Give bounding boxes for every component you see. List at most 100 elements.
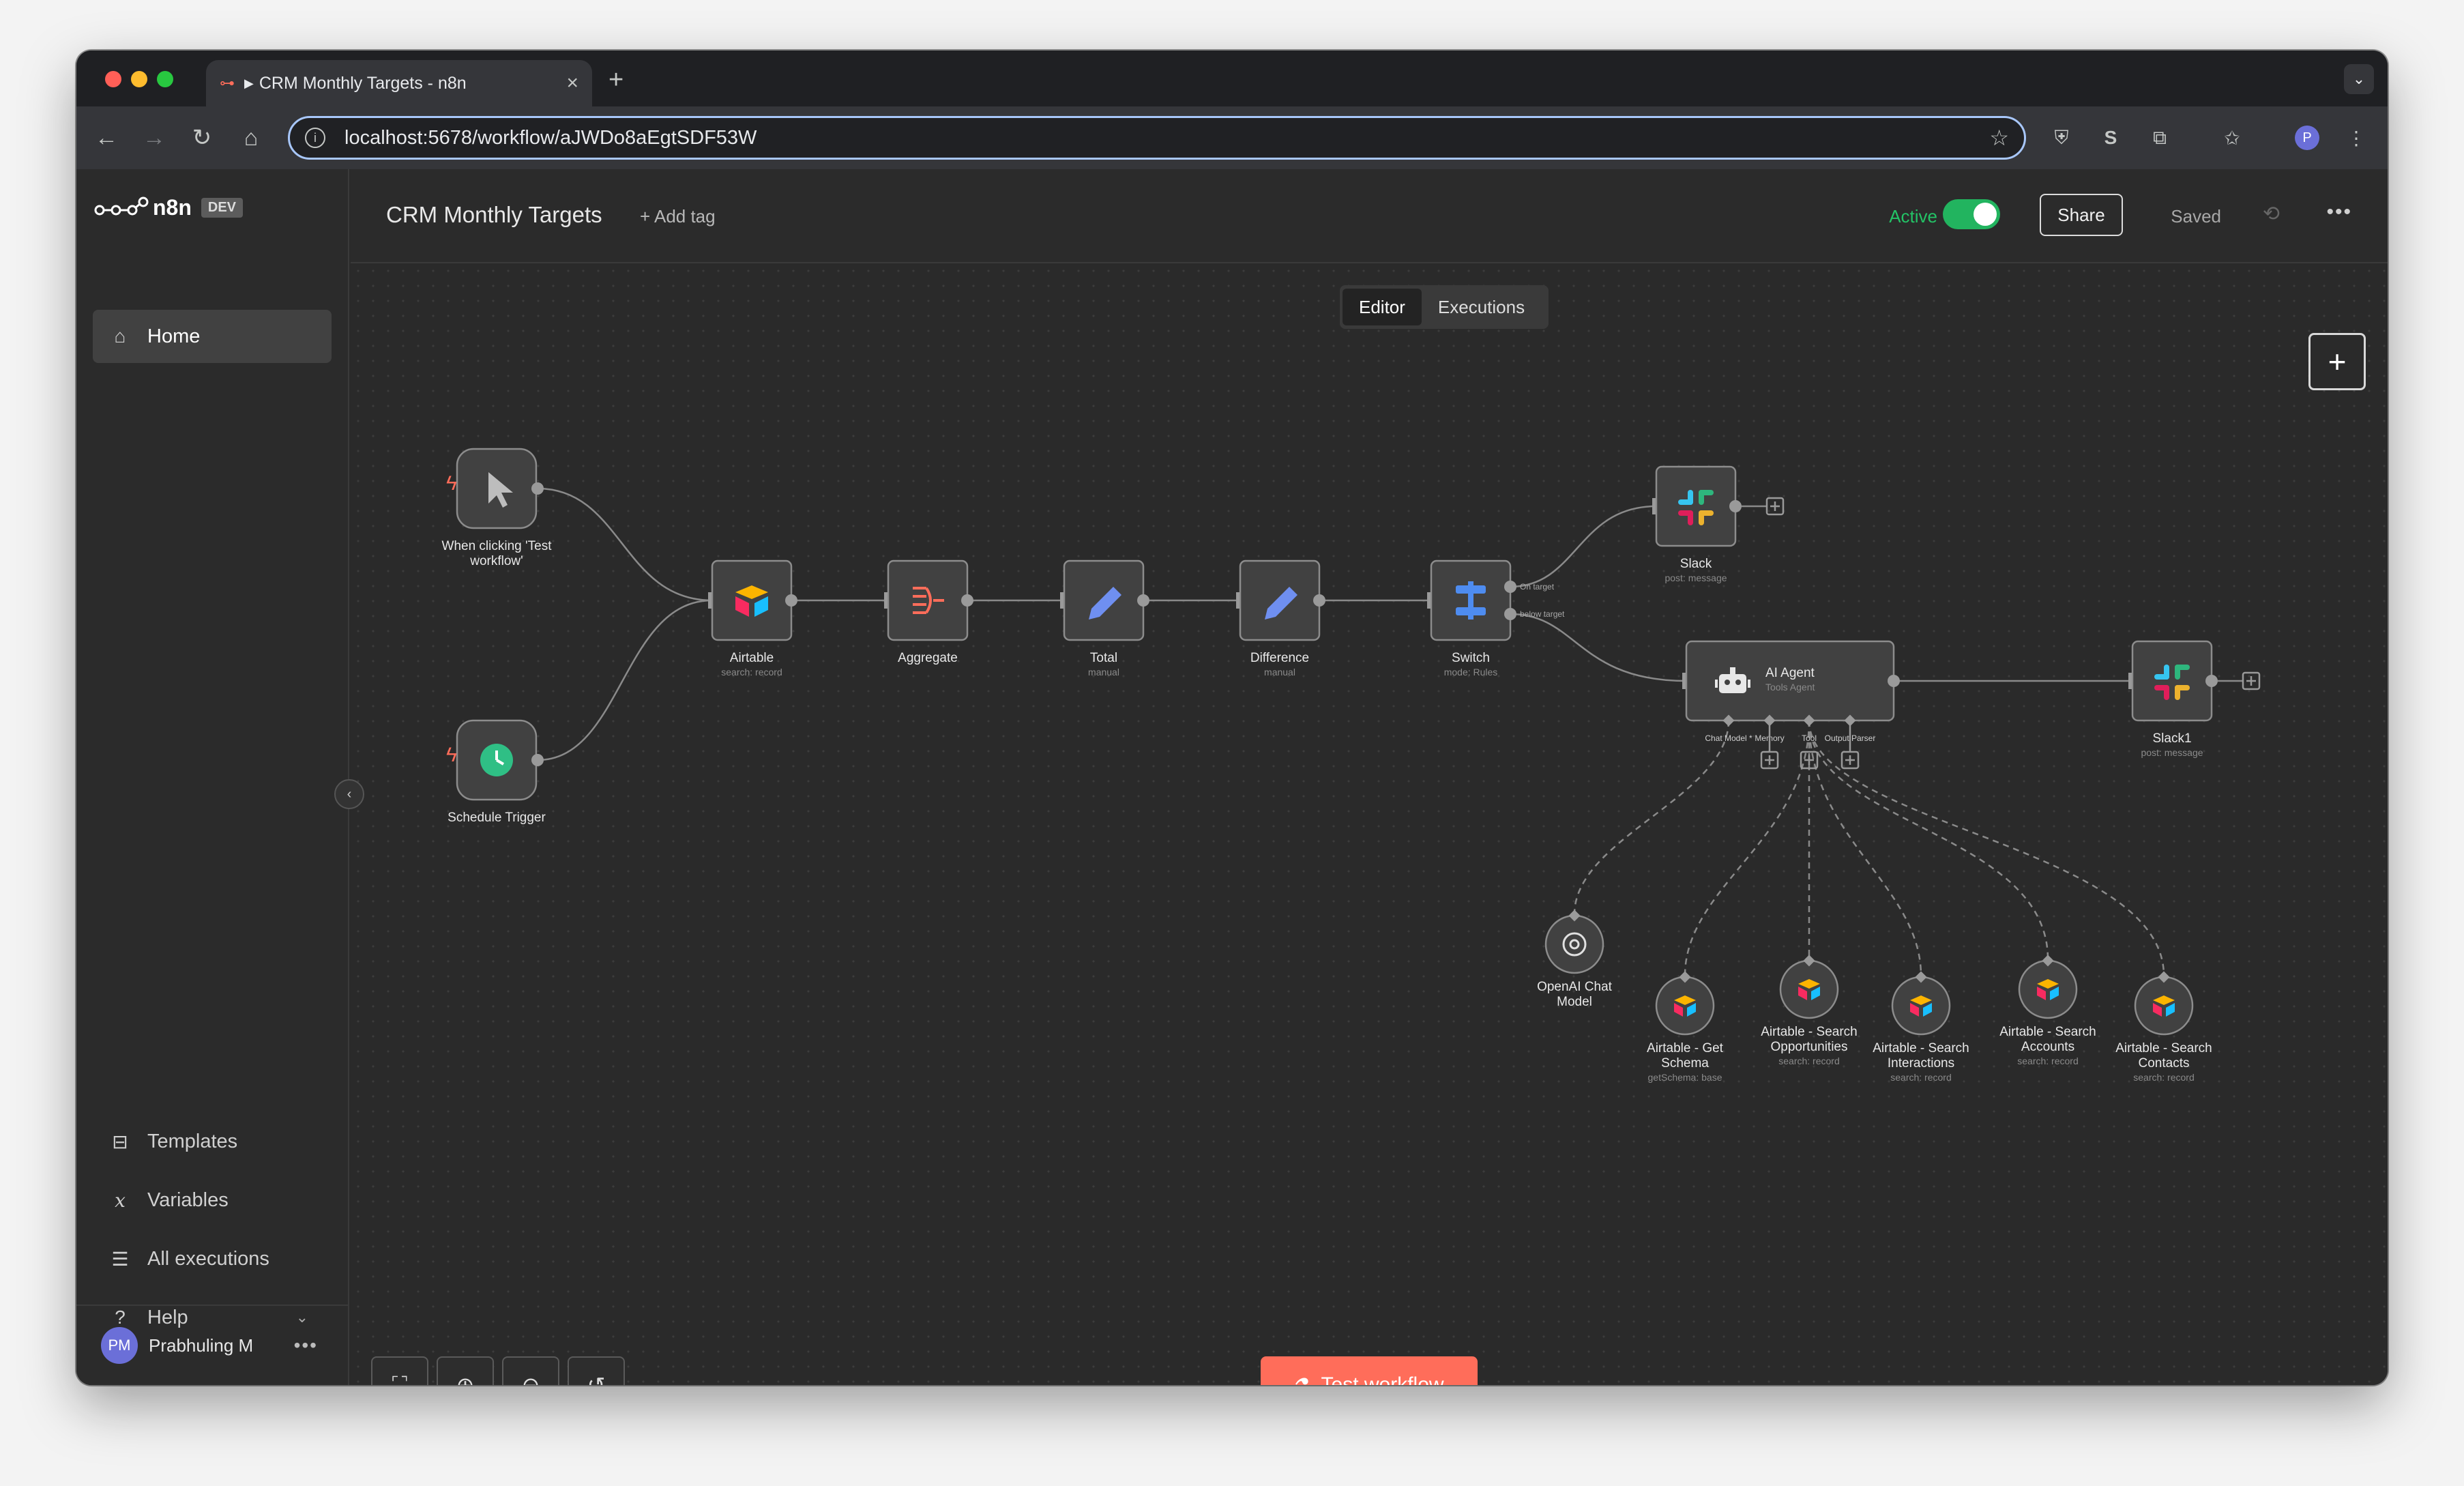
sidebar-item-variables[interactable]: 𝑥 Variables [93, 1174, 332, 1227]
zoom-in-button[interactable]: ⊕ [437, 1356, 494, 1385]
trigger-bolt-icon: ϟ [446, 472, 457, 495]
airtable-icon [2153, 995, 2175, 1005]
user-menu[interactable]: PM Prabhuling M ••• [76, 1305, 348, 1385]
zoom-out-button[interactable]: ⊖ [502, 1356, 559, 1385]
openai-icon [1562, 932, 1587, 957]
zoom-to-fit-button[interactable]: ⛶ [371, 1356, 428, 1385]
node-schedule-trigger[interactable]: ϟ [446, 719, 544, 801]
site-info-icon[interactable]: i [305, 128, 325, 148]
browser-window: ⊶ ▶ CRM Monthly Targets - n8n × + ⌄ ← → … [76, 50, 2388, 1385]
reset-zoom-button[interactable]: ↺ [568, 1356, 625, 1385]
node-label: OpenAI Chat [1537, 980, 1613, 994]
node-airtable-search-interactions[interactable] [1891, 971, 1951, 1036]
back-icon[interactable]: ← [95, 124, 118, 151]
test-workflow-button[interactable]: ⚗ Test workflow [1261, 1356, 1478, 1385]
extension-s-icon[interactable]: S [2104, 127, 2117, 148]
n8n-favicon-icon: ⊶ [220, 74, 235, 91]
node-label: Difference [1250, 651, 1309, 665]
node-aggregate[interactable] [884, 559, 973, 641]
extension-shield-icon[interactable]: ⛨ [2054, 126, 2069, 148]
avatar: PM [101, 1327, 138, 1364]
browser-tab[interactable]: ⊶ ▶ CRM Monthly Targets - n8n × [206, 60, 592, 106]
node-airtable-search-contacts[interactable] [2134, 971, 2194, 1036]
n8n-logo-icon [94, 196, 149, 215]
node-difference[interactable] [1236, 559, 1325, 641]
active-toggle[interactable] [1943, 199, 2000, 229]
view-switcher: Editor Executions [1340, 285, 1549, 329]
add-sub-node-icons[interactable] [1760, 725, 1860, 770]
add-node-button[interactable]: + [2308, 333, 2366, 390]
play-icon: ▶ [244, 76, 254, 90]
node-openai-chat-model[interactable] [1544, 909, 1604, 974]
templates-box-icon: ⊟ [112, 1131, 128, 1152]
node-total[interactable] [1060, 559, 1149, 641]
pencil-icon [1265, 587, 1297, 620]
tab-executions[interactable]: Executions [1437, 296, 1525, 317]
reload-icon[interactable]: ↻ [192, 125, 212, 151]
airtable-icon [2037, 979, 2059, 989]
node-label: Airtable - Search [1999, 1025, 2096, 1039]
workflow-canvas[interactable] [351, 263, 2388, 1385]
tab-title: CRM Monthly Targets - n8n [259, 73, 467, 93]
collapse-sidebar-button[interactable]: ‹ [334, 779, 364, 809]
more-options-icon[interactable]: ••• [293, 1335, 318, 1356]
workflow-name[interactable]: CRM Monthly Targets [386, 202, 602, 227]
variables-icon: 𝑥 [115, 1189, 126, 1212]
add-output-icon[interactable] [1765, 497, 1785, 516]
node-airtable-search-accounts[interactable] [2018, 955, 2078, 1019]
node-subtitle: search: record [2133, 1072, 2194, 1083]
node-subtitle: search: record [2017, 1055, 2078, 1066]
add-tag-button[interactable]: + Add tag [640, 206, 716, 227]
node-subtitle: search: record [721, 667, 782, 678]
profile-avatar[interactable]: P [2293, 124, 2321, 151]
maximize-window-button[interactable] [157, 71, 173, 87]
airtable-icon [735, 585, 768, 599]
reading-list-icon[interactable]: ✩ [2224, 127, 2240, 149]
history-icon[interactable]: ⟲ [2262, 203, 2280, 225]
minimize-window-button[interactable] [131, 71, 147, 87]
node-label: AI Agent [1765, 666, 1815, 680]
browser-menu-icon[interactable]: ⋮ [2347, 127, 2366, 149]
pencil-icon [1089, 587, 1121, 620]
new-tab-icon[interactable]: + [608, 65, 624, 94]
workflow-header: CRM Monthly Targets + Add tag Active Sha… [351, 169, 2388, 263]
n8n-app: n8n DEV ⌂ Home ⊟ Templates 𝑥 Variables ☰… [76, 169, 2388, 1385]
robot-icon [1715, 667, 1750, 693]
close-tab-icon[interactable]: × [566, 72, 578, 94]
add-output-icon[interactable] [2242, 671, 2261, 690]
home-icon[interactable]: ⌂ [244, 124, 259, 151]
chevron-down-icon: ⌄ [295, 1309, 308, 1326]
node-label: Accounts [2021, 1040, 2074, 1054]
node-ai-agent[interactable] [1682, 640, 1900, 727]
tab-strip: ⊶ ▶ CRM Monthly Targets - n8n × + ⌄ [76, 50, 2388, 106]
node-subtitle: search: record [1890, 1072, 1951, 1083]
sidebar-item-templates[interactable]: ⊟ Templates [93, 1115, 332, 1168]
node-label: Airtable [730, 651, 774, 665]
node-subtitle: post: message [2141, 747, 2203, 758]
node-manual-trigger[interactable]: ϟ [446, 448, 544, 529]
node-airtable[interactable] [708, 559, 797, 641]
node-label: Airtable - Search [1873, 1041, 1969, 1055]
workflow-menu-icon[interactable]: ••• [2326, 201, 2352, 223]
forward-icon[interactable]: → [143, 124, 166, 151]
node-airtable-get-schema[interactable] [1655, 971, 1715, 1036]
extensions-puzzle-icon[interactable]: ⧉ [2153, 126, 2167, 148]
node-switch[interactable] [1427, 559, 1516, 641]
node-airtable-search-opportunities[interactable] [1779, 955, 1839, 1019]
sidebar-item-executions[interactable]: ☰ All executions [93, 1232, 332, 1285]
bookmark-star-icon[interactable]: ☆ [1989, 126, 2009, 150]
port-label: Tool [1802, 733, 1817, 743]
node-slack1[interactable] [2128, 640, 2218, 722]
sidebar-item-home[interactable]: ⌂ Home [93, 310, 332, 363]
tab-editor[interactable]: Editor [1343, 289, 1422, 325]
aggregate-icon [913, 587, 944, 614]
address-bar[interactable]: i localhost:5678/workflow/aJWDo8aEgtSDF5… [288, 116, 2026, 160]
sidebar-item-help[interactable]: ? Help ⌄ [93, 1291, 332, 1344]
environment-badge: DEV [201, 198, 244, 218]
tab-search-chevron-icon[interactable]: ⌄ [2344, 64, 2374, 94]
close-window-button[interactable] [105, 71, 121, 87]
output-label: On target [1520, 582, 1555, 592]
n8n-logo[interactable]: n8n DEV [94, 195, 244, 220]
share-button[interactable]: Share [2040, 194, 2123, 236]
node-slack[interactable] [1652, 465, 1742, 547]
